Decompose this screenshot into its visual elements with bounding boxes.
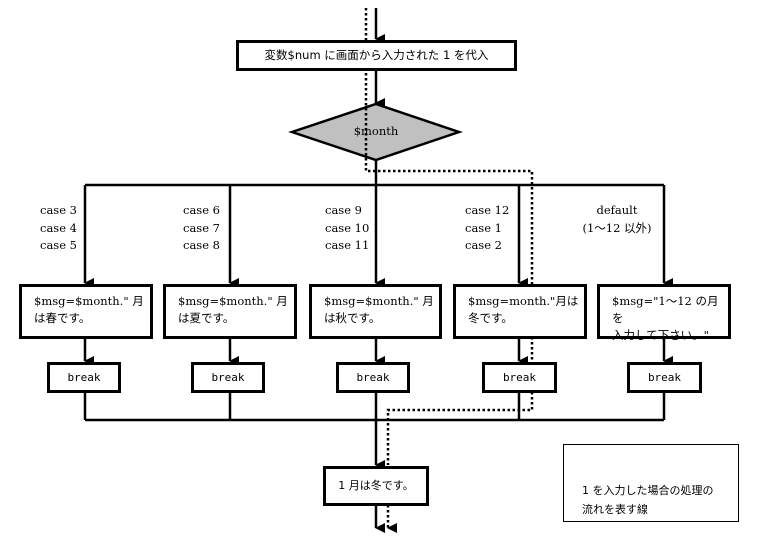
case-label: case 7 xyxy=(183,220,220,235)
action-text-line: 入力して下さい。" xyxy=(612,328,709,342)
break-label: break xyxy=(356,371,390,384)
legend-line-2: 流れを表す線 xyxy=(582,503,648,516)
case-label: case 9 xyxy=(325,203,362,217)
branch-2-action-box: $msg=$month." 月は夏です。 xyxy=(163,284,297,339)
branch-1-case-labels: case 3 case 4 case 5 xyxy=(40,202,77,255)
break-label: break xyxy=(502,371,537,384)
branch-4-case-labels: case 12 case 1 case 2 xyxy=(465,202,509,255)
case-label: case 4 xyxy=(40,220,77,235)
action-text-line: $msg=$month." 月 xyxy=(34,294,144,308)
break-label: break xyxy=(211,371,245,384)
decision-label: $month xyxy=(353,124,399,138)
case-label: case 2 xyxy=(465,238,502,252)
branch-4-action-box: $msg=month."月は冬です。 xyxy=(453,284,587,339)
branch-3-break-box: break xyxy=(336,362,410,393)
action-text-line: は夏です。 xyxy=(178,311,235,325)
case-label: case 8 xyxy=(183,238,220,252)
branch-4-break-box: break xyxy=(482,362,557,393)
action-text-line: $msg=month."月は xyxy=(468,294,579,308)
case-label: case 3 xyxy=(40,203,77,217)
result-box: 1 月は冬です。 xyxy=(323,466,429,506)
start-process-label: 変数$num に画面から入力された 1 を代入 xyxy=(264,48,489,62)
case-label: case 11 xyxy=(325,238,370,252)
branch-3-case-labels: case 9 case 10 case 11 xyxy=(325,202,369,255)
branch-2-break-box: break xyxy=(191,362,265,393)
branch-5-break-box: break xyxy=(627,362,702,393)
case-label: (1～12 以外) xyxy=(582,220,652,235)
break-label: break xyxy=(67,371,101,384)
branch-1-action-box: $msg=$month." 月は春です。 xyxy=(19,284,153,339)
legend-line-1: 1 を入力した場合の処理の xyxy=(582,484,714,497)
action-text-line: $msg="1～12 の月を xyxy=(612,294,719,325)
dotted-flow-path xyxy=(364,8,534,465)
case-label: case 10 xyxy=(325,220,370,235)
case-label: case 6 xyxy=(183,203,220,217)
branch-5-case-labels: default (1～12 以外) xyxy=(582,202,652,237)
action-text-line: は秋です。 xyxy=(324,311,381,325)
start-process-box: 変数$num に画面から入力された 1 を代入 xyxy=(236,40,517,71)
action-text-line: $msg=$month." 月 xyxy=(324,294,434,308)
case-label: case 1 xyxy=(465,220,502,235)
branch-1-break-box: break xyxy=(47,362,121,393)
case-label: case 12 xyxy=(465,203,510,217)
legend-box: 1 を入力した場合の処理の 流れを表す線 xyxy=(563,444,739,522)
case-label: default xyxy=(596,203,638,217)
action-text-line: 冬です。 xyxy=(468,311,513,325)
branch-3-action-box: $msg=$month." 月は秋です。 xyxy=(309,284,442,339)
branch-2-case-labels: case 6 case 7 case 8 xyxy=(183,202,220,255)
result-label: 1 月は冬です。 xyxy=(338,479,414,492)
break-label: break xyxy=(647,371,682,384)
case-label: case 5 xyxy=(40,238,77,252)
action-text-line: $msg=$month." 月 xyxy=(178,294,288,308)
branch-5-action-box: $msg="1～12 の月を入力して下さい。" xyxy=(597,284,731,342)
action-text-line: は春です。 xyxy=(34,311,91,325)
